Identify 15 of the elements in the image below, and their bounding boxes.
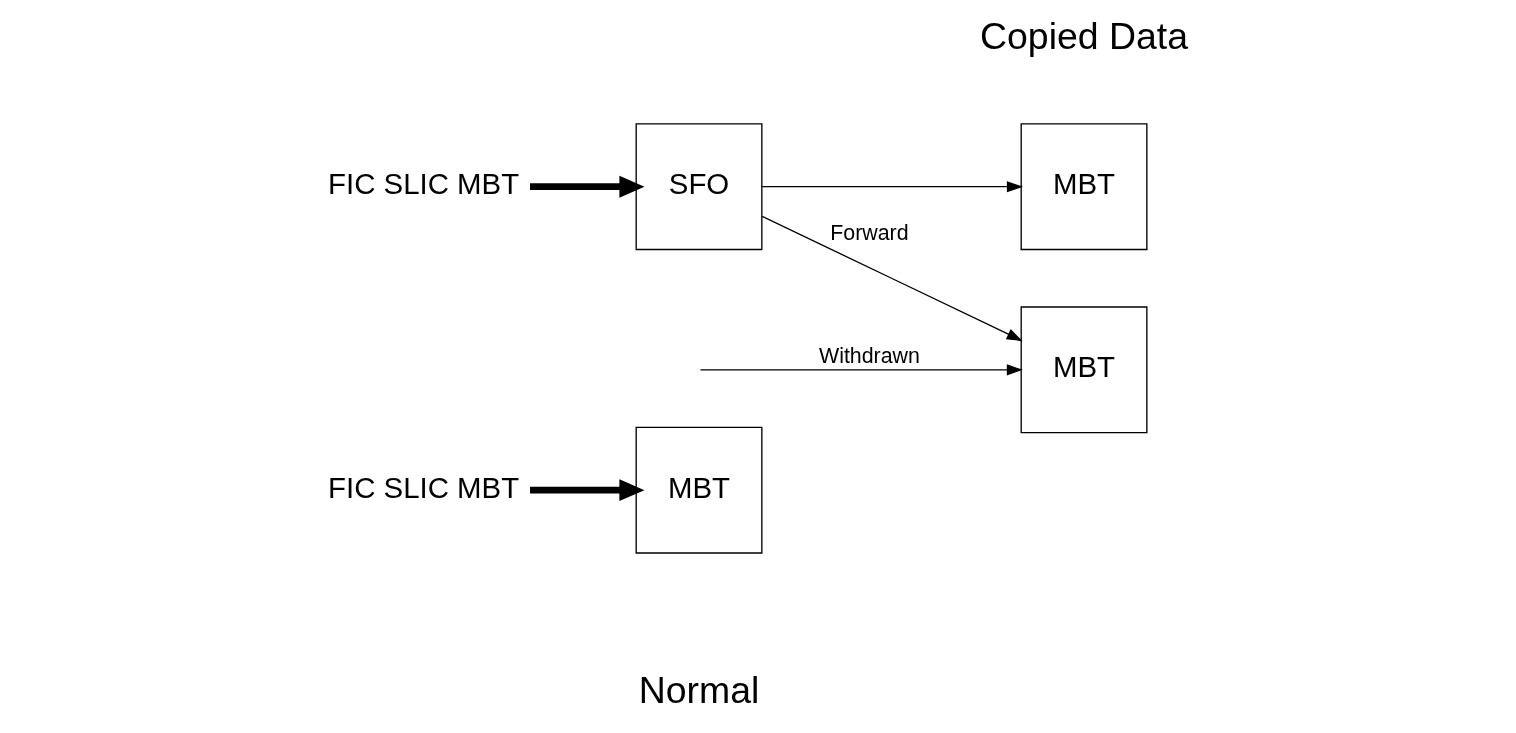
node-box: MBT (1020, 306, 1147, 434)
node-text: FIC SLIC MBT (327, 470, 519, 504)
arrow (699, 364, 1023, 376)
node-box: MBT (635, 426, 762, 554)
edge-label: Forward (829, 220, 909, 245)
arrow (761, 181, 1023, 193)
node-box: SFO (635, 123, 762, 251)
arrow (761, 215, 1023, 342)
arrow (529, 175, 644, 198)
label: Normal (638, 668, 759, 711)
node-box: MBT (1020, 123, 1147, 251)
node-text: FIC SLIC MBT (327, 167, 519, 201)
label: Copied Data (979, 14, 1188, 57)
edge-label: Withdrawn (818, 343, 920, 368)
arrow (529, 479, 644, 502)
